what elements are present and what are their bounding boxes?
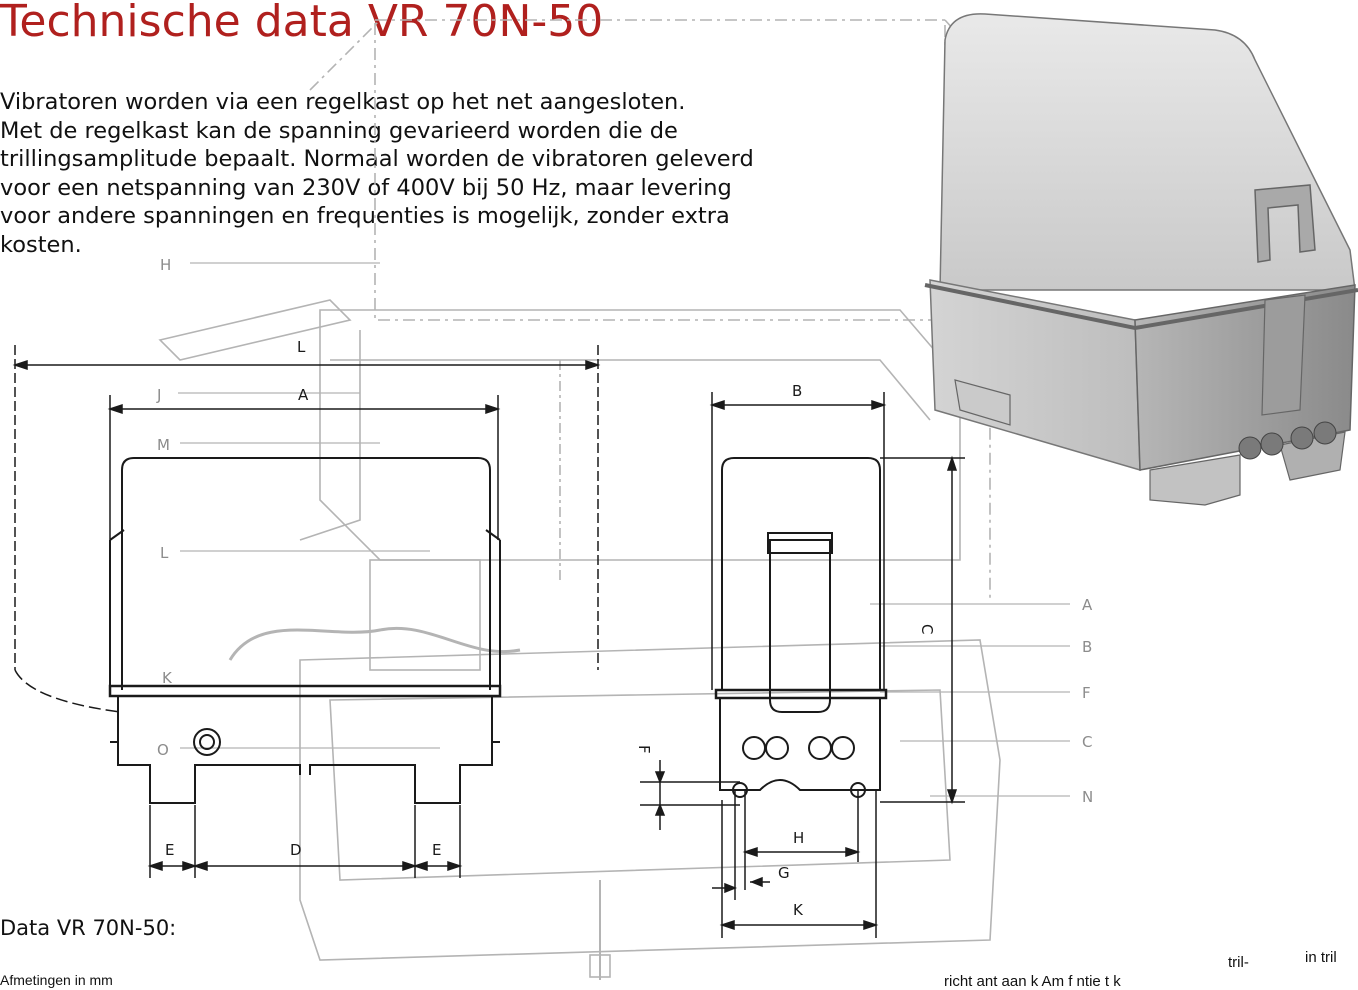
part-label: C [1082,733,1092,751]
part-label: H [160,256,171,274]
ghost-frame [319,309,961,561]
part-label: B [1082,638,1092,656]
dimension-label-f: F [635,745,653,754]
arrow [946,455,958,805]
dimension-label-e-left: E [165,841,174,859]
housing-latch-lower [1261,294,1306,416]
ghost-base-plate [299,639,1001,961]
arrow [709,399,887,411]
dimension-lines [12,345,965,938]
ghost-frame-inner [330,359,931,421]
side-view-gland [765,736,789,760]
arrow [107,403,501,415]
ghost-base-inner [329,689,951,881]
page-title: Technische data VR 70N-50 [0,0,604,47]
front-view-gland-inner [199,734,215,750]
dimension-label-b: B [792,382,802,400]
intro-line: Vibratoren worden via een regelkast op h… [0,89,686,115]
part-label: A [1082,596,1093,614]
front-view [108,457,502,804]
arrow [724,882,738,894]
front-view-gland [193,728,221,756]
housing-latch [1254,184,1316,263]
dimension-label-k: K [793,901,804,919]
dimension-label-d: D [290,841,302,859]
ghost-labels-left: H J M L K O [156,256,440,759]
intro-line: voor een netspanning van 230V of 400V bi… [0,174,732,201]
arrow [147,860,463,872]
part-label: L [160,544,169,562]
part-label: K [162,669,173,687]
side-view-flange [714,688,888,700]
side-view-latch-top [767,532,833,554]
intro-line: voor andere spanningen en frequenties is… [0,203,730,230]
part-label: N [1082,788,1093,806]
intro-paragraph: Vibratoren worden via een regelkast op h… [0,88,900,260]
dimension-label-h: H [793,829,804,847]
dimension-label-e-right: E [432,841,441,859]
front-view-flange [108,684,502,698]
housing-foot-left [1149,454,1241,506]
dimension-labels: L A B C D E E F G H K [165,338,936,919]
ghost-connector-block [369,559,481,671]
dimension-label-l: L [297,338,306,356]
cut-off-text: in tril [1305,949,1337,966]
side-view-latch [769,539,831,713]
part-label: J [156,386,161,404]
front-view-base [117,696,493,804]
arrow [749,876,763,888]
part-label: M [157,436,170,454]
arrow [742,846,861,858]
arrow [12,359,601,371]
side-view [714,457,888,798]
part-label: O [157,741,169,759]
cut-off-text: tril- [1228,954,1249,971]
arrow [719,919,879,931]
side-view-gland [831,736,855,760]
side-view-cover [721,457,881,690]
ghost-cover [374,19,946,321]
ghost-bracket-arm [299,330,361,541]
side-view-base [719,698,881,791]
dimension-label-a: A [298,386,309,404]
dimension-label-g: G [778,864,790,882]
part-label: F [1082,684,1091,702]
intro-line: trillingsamplitude bepaalt. Normaal word… [0,146,754,173]
ghost-bracket [158,299,352,361]
ghost-exploded-view [158,19,1001,980]
dimension-label-c: C [918,624,936,634]
side-view-gland [808,736,832,760]
housing-foot-back [954,379,1011,426]
arrow [654,771,666,816]
data-heading: Data VR 70N-50: [0,916,177,940]
side-view-gland [742,736,766,760]
front-view-cover [121,457,491,690]
ghost-labels-right: A B F C N [870,596,1093,806]
gland-hole [1260,432,1284,456]
units-note: Afmetingen in mm [0,972,113,988]
gland-hole [1290,426,1314,450]
gland-hole [1238,436,1262,460]
housing-3d-render [924,13,1358,506]
side-view-hole [732,782,748,798]
intro-line: Met de regelkast kan de spanning gevarie… [0,117,678,144]
housing-top [939,13,1356,291]
intro-line: kosten. [0,231,82,258]
swing-arc [14,669,121,713]
cut-off-text: richt ant aan k Am f ntie t k [944,973,1121,990]
gland-hole [1313,421,1337,445]
front-view-cover-sides [109,529,501,690]
ghost-bolt-head [589,954,611,978]
ghost-cable [228,627,521,661]
